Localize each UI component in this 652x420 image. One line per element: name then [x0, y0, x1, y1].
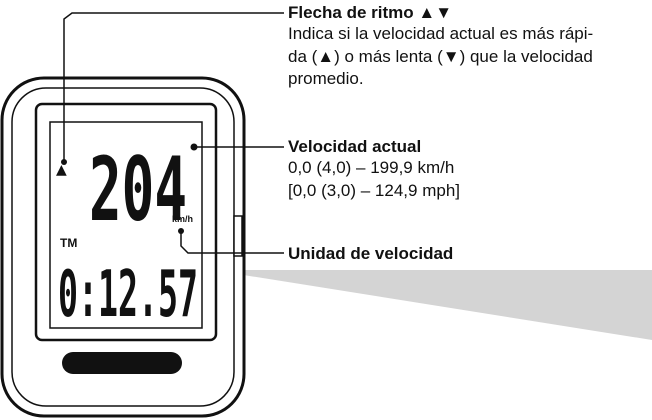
callout-pace-arrow: Flecha de ritmo ▲▼ Indica si la velocida… [288, 2, 652, 91]
mode-button [62, 352, 182, 374]
speed-unit-label: km/h [172, 214, 193, 224]
pace-arrow-leader [63, 12, 284, 162]
callout-pace-arrow-line: da (▲) o más lenta (▼) que la velocidad [288, 46, 593, 66]
callout-current-speed-line: 0,0 (4,0) – 199,9 km/h [288, 158, 455, 177]
highlight-band [212, 270, 652, 340]
callout-speed-unit-title: Unidad de velocidad [288, 244, 454, 263]
callout-pace-arrow-line: Indica si la velocidad actual es más ráp… [288, 24, 594, 43]
side-button [233, 215, 243, 257]
pace-arrow-icon: ▲ [56, 162, 67, 178]
callout-speed-unit: Unidad de velocidad [288, 243, 648, 264]
display-screen [49, 121, 203, 329]
time-display: 0:12.57 [58, 258, 198, 332]
callout-current-speed: Velocidad actual 0,0 (4,0) – 199,9 km/h … [288, 136, 648, 202]
callout-pace-arrow-line: promedio. [288, 69, 364, 88]
callout-current-speed-line: [0,0 (3,0) – 124,9 mph] [288, 180, 460, 200]
speed-digits: 204 [89, 138, 187, 241]
callout-current-speed-body: 0,0 (4,0) – 199,9 km/h [0,0 (3,0) – 124,… [288, 157, 648, 202]
mode-indicator: TM [60, 236, 77, 250]
callout-current-speed-title: Velocidad actual [288, 137, 422, 156]
speed-unit-leader [180, 231, 284, 254]
callout-pace-arrow-title: Flecha de ritmo ▲▼ [288, 3, 453, 22]
current-speed-leader-dot [190, 143, 198, 151]
speed-unit-leader-dot [178, 228, 184, 234]
pace-arrow-leader-dot [61, 159, 67, 165]
callout-pace-arrow-body: Indica si la velocidad actual es más ráp… [288, 23, 652, 91]
